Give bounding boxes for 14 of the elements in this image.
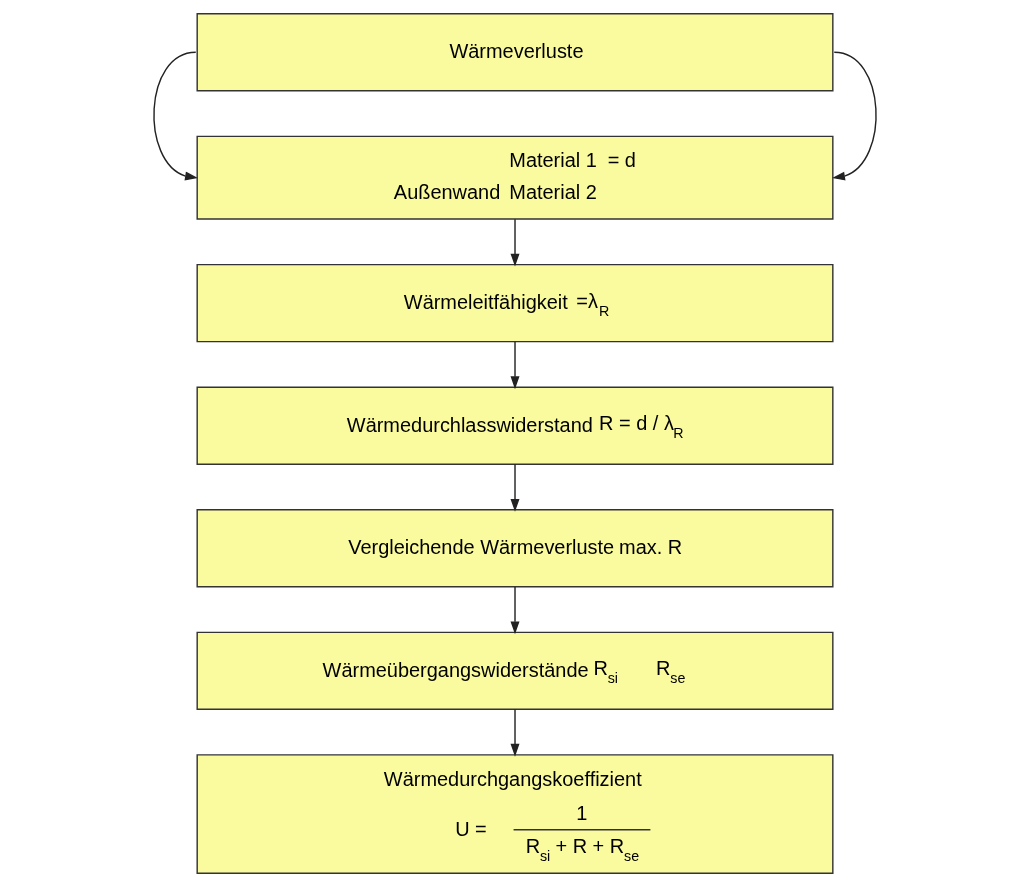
arrow: [152, 51, 198, 181]
node-box: Vergleichende Wärmeverluste max. R: [195, 509, 834, 588]
arrow: [510, 463, 519, 512]
node-box: Material 1 = d Außenwand Material 2: [195, 135, 834, 220]
node-box: Wärmedurchlasswiderstand R = d / λ$_{R}$: [195, 386, 834, 465]
node-box: Wärmeverluste: [195, 13, 834, 92]
arrow: [510, 341, 519, 390]
node-box: Wärmeleitfähigkeit =λ$_{R}$: [195, 263, 834, 343]
node-box: Wärmeübergangswiderstände R$_{si}$ R$_{se}$: [195, 631, 834, 710]
node-box: Wärmedurchgangskoeffizient U = 1 R$_{si}$ + R + R$_{se}$: [195, 754, 834, 874]
arrow: [510, 218, 519, 267]
arrow: [510, 586, 519, 635]
arrow: [831, 51, 877, 181]
arrow: [510, 708, 519, 757]
